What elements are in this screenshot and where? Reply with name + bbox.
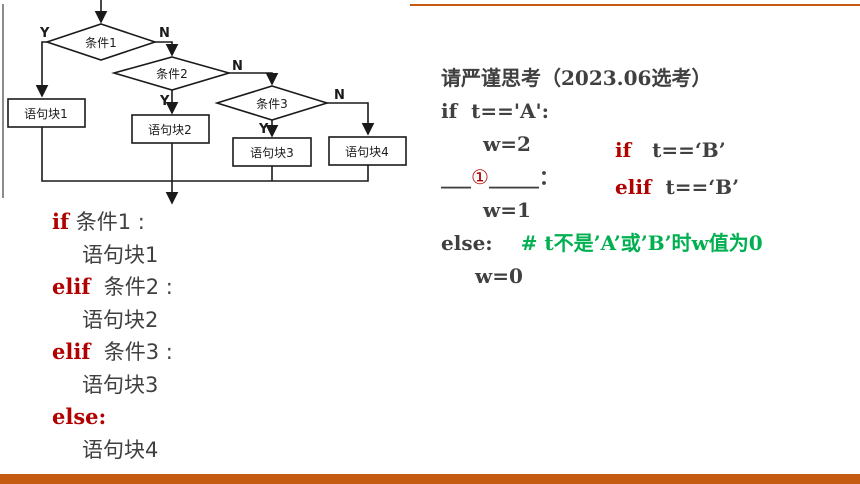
condition-1: 条件1 : bbox=[69, 210, 145, 234]
option-if-condition: t==‘B’ bbox=[631, 138, 726, 162]
condition-3: 条件3 : bbox=[90, 340, 173, 364]
code-line-elif-2: elif 条件3 : bbox=[52, 336, 173, 369]
blank-right: _____ bbox=[488, 165, 539, 189]
flow-no-3 bbox=[327, 102, 375, 136]
flow-no-2 bbox=[229, 72, 279, 86]
exercise-code: 请严谨思考（2023.06选考） if t=='A': w=2 ___①____… bbox=[441, 62, 763, 293]
decision-3-label: 条件3 bbox=[256, 97, 288, 111]
yes-label-1: Y bbox=[39, 26, 50, 41]
no-label-1: N bbox=[159, 26, 170, 41]
header-divider bbox=[410, 4, 860, 6]
exercise-line-else: else: # t不是’A’或’B’时w值为0 bbox=[441, 227, 763, 260]
decision-2-label: 条件2 bbox=[156, 67, 188, 81]
flow-no-1 bbox=[155, 41, 179, 57]
block-2-box bbox=[131, 114, 210, 144]
decision-1-diamond bbox=[44, 23, 158, 61]
no-label-2: N bbox=[232, 59, 243, 74]
yes-label-3: Y bbox=[258, 122, 269, 137]
exercise-title: 请严谨思考（2023.06选考） bbox=[441, 66, 712, 90]
exercise-else: else: bbox=[441, 231, 493, 255]
flowchart: 条件1 条件2 条件3 语句块1 语句块2 语句块3 语句块4 Y N Y N … bbox=[2, 0, 407, 205]
block-1-box bbox=[7, 98, 86, 128]
keyword-else: else: bbox=[52, 404, 107, 429]
block-3-label: 语句块3 bbox=[250, 146, 294, 160]
block-4-box bbox=[328, 136, 407, 166]
keyword-elif-2: elif bbox=[52, 339, 91, 364]
exercise-blank-line: ___①_____： bbox=[441, 161, 763, 194]
left-code-listing: if 条件1 : 语句块1 elif 条件2 : 语句块2 elif 条件3 :… bbox=[52, 206, 173, 466]
flow-yes-1 bbox=[35, 41, 49, 98]
block-4-label: 语句块4 bbox=[345, 145, 389, 159]
blank-marker: ① bbox=[471, 165, 489, 189]
condition-2: 条件2 : bbox=[90, 275, 173, 299]
exercise-comment: # t不是’A’或’B’时w值为0 bbox=[520, 231, 763, 255]
keyword-elif: elif bbox=[52, 274, 91, 299]
option-if-keyword: if bbox=[615, 138, 632, 162]
statement-block-1: 语句块1 bbox=[82, 242, 159, 267]
option-elif-keyword: elif bbox=[615, 175, 652, 199]
no-label-3: N bbox=[334, 88, 345, 103]
option-elif: elif t==‘B’ bbox=[615, 175, 739, 199]
statement-block-4: 语句块4 bbox=[82, 437, 159, 462]
exercise-line-w0: w=0 bbox=[475, 264, 523, 288]
decision-1-label: 条件1 bbox=[85, 36, 117, 50]
block-2-label: 语句块2 bbox=[148, 123, 192, 137]
code-line-elif-1: elif 条件2 : bbox=[52, 271, 173, 304]
exercise-line-w2: w=2 bbox=[483, 132, 531, 156]
statement-block-3: 语句块3 bbox=[82, 372, 159, 397]
exercise-line-w1: w=1 bbox=[483, 198, 531, 222]
code-line-if: if 条件1 : bbox=[52, 206, 173, 239]
option-elif-condition: t==‘B’ bbox=[651, 175, 740, 199]
yes-label-2: Y bbox=[159, 94, 170, 109]
keyword-if: if bbox=[52, 209, 70, 234]
footer-accent-bar bbox=[0, 474, 860, 484]
flow-merge bbox=[41, 127, 369, 182]
blank-colon: ： bbox=[538, 165, 559, 189]
exercise-line-if: if t=='A': bbox=[441, 99, 550, 123]
block-1-label: 语句块1 bbox=[24, 107, 68, 121]
option-if: if t==‘B’ bbox=[615, 138, 726, 162]
blank-left: ___ bbox=[441, 165, 471, 189]
statement-block-2: 语句块2 bbox=[82, 307, 159, 332]
